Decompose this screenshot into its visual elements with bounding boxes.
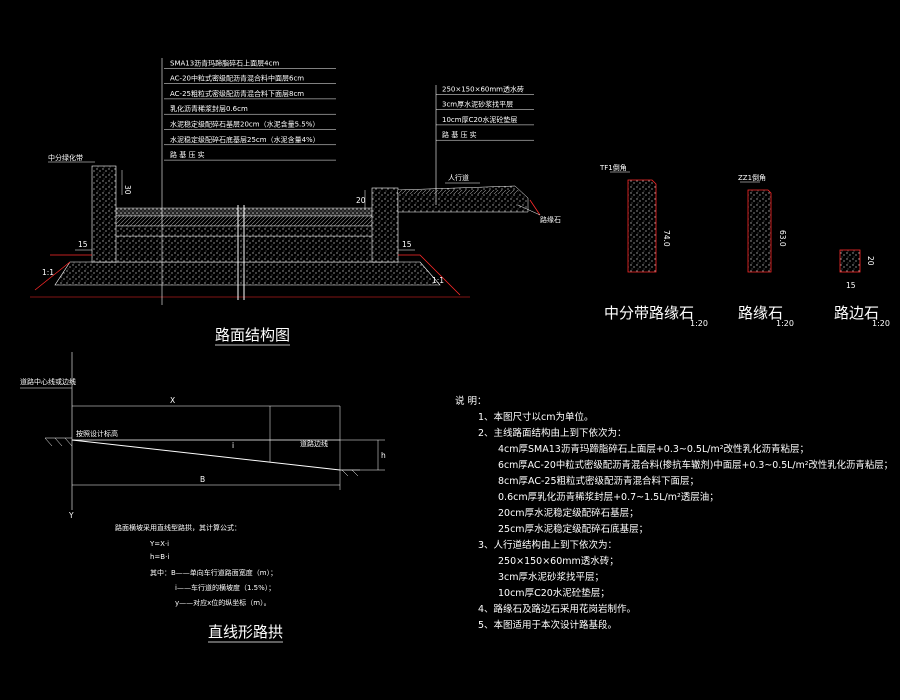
curb-stone xyxy=(747,189,772,273)
crown-diagram xyxy=(20,352,385,510)
layer-label: 水泥稳定级配碎石基层20cm（水泥含量5.5%） xyxy=(170,120,319,129)
crown-y-label: Y xyxy=(68,511,74,520)
crown-b-label: B xyxy=(200,475,205,484)
sidewalk-label: 人行道 xyxy=(448,173,469,182)
note-2: 2、主线路面结构由上到下依次为： xyxy=(478,427,627,439)
s2-dim: 63.0 xyxy=(778,230,787,247)
sidewalk-layer-label: 10cm厚C20水泥砼垫层 xyxy=(442,115,517,124)
ground-hatch-left xyxy=(44,437,73,447)
ground-line-right xyxy=(398,199,541,296)
ground-line-left xyxy=(34,254,92,291)
sidewalk-brick xyxy=(398,190,518,194)
layer-label: 路 基 压 实 xyxy=(170,150,205,159)
asphalt-top xyxy=(114,207,378,217)
notes: 说 明： 1、本图尺寸以cm为单位。 2、主线路面结构由上到下依次为： 4cm厚… xyxy=(455,395,893,631)
section-title: 路面结构图 xyxy=(215,326,290,344)
s1-tag: TF1倒角 xyxy=(599,163,627,172)
layer-label: 水泥稳定级配碎石底基层25cm（水泥含量4%） xyxy=(170,135,320,144)
note-5: 5、本图适用于本次设计路基段。 xyxy=(478,619,617,631)
subbase-layer xyxy=(54,261,441,286)
layer-label: 乳化沥青稀浆封层0.6cm xyxy=(170,104,248,113)
slope-left: 1:1 xyxy=(42,268,54,277)
crown-slope xyxy=(71,439,341,471)
crown-center-label: 道路中心线或边线 xyxy=(20,377,76,386)
side-curb xyxy=(371,187,399,263)
slope-right: 1:1 xyxy=(432,276,444,285)
crown-title: 直线形路拱 xyxy=(208,623,283,641)
break-lines xyxy=(237,205,245,300)
note-1: 1、本图尺寸以cm为单位。 xyxy=(478,411,594,423)
notes-header: 说 明： xyxy=(455,395,487,407)
layer-label: AC-25粗粒式密级配沥青混合料下面层8cm xyxy=(170,89,304,98)
note-2b: 6cm厚AC-20中粒式密级配沥青混合料(掺抗车辙剂)中面层+0.3~0.5L/… xyxy=(498,459,893,471)
dim-15-right: 15 xyxy=(402,240,412,249)
crown-h-label: h xyxy=(381,451,386,460)
note-3a: 250×150×60mm透水砖； xyxy=(498,555,619,567)
crown-formula-y: Y=X·i xyxy=(149,540,169,548)
median-label: 中分绿化带 xyxy=(48,153,83,162)
crown-formula-intro: 路面横坡采用直线型路拱，其计算公式： xyxy=(115,523,241,532)
s2-tag: ZZ1倒角 xyxy=(738,173,766,182)
note-3: 3、人行道结构由上到下依次为： xyxy=(478,539,617,551)
crown-formula-h: h=B·i xyxy=(150,553,169,561)
s2-title: 路缘石 xyxy=(738,304,783,322)
ground-hatch-right xyxy=(340,469,360,477)
layer-label: SMA13沥青玛蹄脂碎石上面层4cm xyxy=(170,58,279,67)
s3-title: 路边石 xyxy=(834,304,879,322)
sidewalk-layer-label: 路 基 压 实 xyxy=(442,130,477,139)
s1-scale: 1:20 xyxy=(690,319,708,328)
median-curb xyxy=(91,165,117,263)
note-2f: 25cm厚水泥稳定级配碎石底基层； xyxy=(498,523,648,535)
median-curb-stone xyxy=(627,179,657,273)
s3-dim-w: 15 xyxy=(846,281,856,290)
layer-label: AC-20中粒式密级配沥青混合料中面层6cm xyxy=(170,74,304,83)
note-2e: 20cm厚水泥稳定级配碎石基层； xyxy=(498,507,639,519)
crown-edge-label: 道路边线 xyxy=(300,439,328,448)
s3-dim-h: 20 xyxy=(866,256,875,266)
sidewalk-layer-label: 3cm厚水泥砂浆找平层 xyxy=(442,100,513,109)
base-layer xyxy=(99,235,383,263)
dim-15-left: 15 xyxy=(78,240,88,249)
crown-x-label: X xyxy=(170,396,175,405)
note-2c: 8cm厚AC-25粗粒式密级配沥青混合料下面层； xyxy=(498,475,699,487)
crown-design-label: 按照设计标高 xyxy=(76,429,118,438)
s1-dim: 74.0 xyxy=(662,230,671,247)
crown-where-i: i——车行道的横坡度（1.5%）； xyxy=(175,583,275,592)
curb-label: 路缘石 xyxy=(540,215,561,224)
asphalt-bottom xyxy=(114,225,378,237)
sidewalk xyxy=(397,185,529,213)
pavement-section xyxy=(30,58,541,305)
sidewalk-layer-label: 250×150×60mm透水砖 xyxy=(442,84,524,93)
crown-where-y: y——对应x位的纵坐标（m）。 xyxy=(175,598,271,607)
s2-scale: 1:20 xyxy=(776,319,794,328)
crown-i-label: i xyxy=(232,441,234,450)
s1-title: 中分带路缘石 xyxy=(604,304,694,322)
curb-height-dim: 20 xyxy=(356,196,366,205)
note-3c: 10cm厚C20水泥砼垫层； xyxy=(498,587,610,599)
layer-labels: SMA13沥青玛蹄脂碎石上面层4cmAC-20中粒式密级配沥青混合料中面层6cm… xyxy=(164,58,534,161)
note-3b: 3cm厚水泥砂浆找平层； xyxy=(498,571,604,583)
note-2d: 0.6cm厚乳化沥青稀浆封层+0.7~1.5L/m²透层油； xyxy=(498,491,719,503)
curb-stones xyxy=(610,171,861,273)
note-4: 4、路缘石及路边石采用花岗岩制作。 xyxy=(478,603,636,615)
crown-where-b: 其中：B——单向车行道路面宽度（m）； xyxy=(150,568,277,577)
note-2a: 4cm厚SMA13沥青玛蹄脂碎石上面层+0.3~0.5L/m²改性乳化沥青粘层； xyxy=(498,443,809,455)
edge-stone xyxy=(839,249,861,273)
curb-label-line xyxy=(517,204,541,216)
asphalt-mid xyxy=(114,215,378,227)
median-height-dim: 30 xyxy=(123,185,132,195)
s3-scale: 1:20 xyxy=(872,319,890,328)
